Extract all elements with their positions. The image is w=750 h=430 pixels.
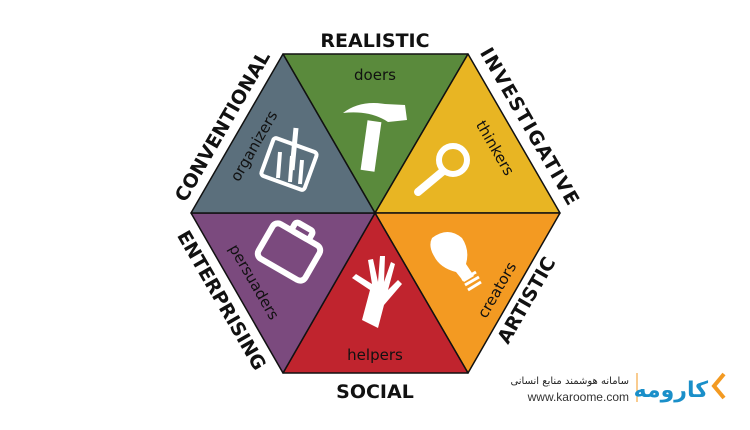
checklist-icon bbox=[259, 127, 319, 192]
hammer-icon bbox=[343, 103, 407, 172]
magnifier-icon bbox=[414, 143, 470, 196]
segment-conventional bbox=[190, 53, 376, 214]
label-social: SOCIAL bbox=[336, 381, 414, 403]
logo-brand: کارومه bbox=[634, 378, 709, 403]
label-realistic: REALISTIC bbox=[320, 30, 429, 52]
hands-icon bbox=[352, 256, 402, 328]
karoome-logo: سامانه هوشمند منابع انسانی www.karoome.c… bbox=[510, 372, 726, 404]
role-helpers: helpers bbox=[347, 346, 403, 364]
role-doers: doers bbox=[354, 66, 396, 84]
lightbulb-icon bbox=[430, 232, 482, 292]
briefcase-icon bbox=[254, 219, 324, 284]
logo-url: www.karoome.com bbox=[527, 390, 629, 404]
logo-chevron-icon bbox=[711, 372, 726, 400]
logo-tagline: سامانه هوشمند منابع انسانی bbox=[510, 376, 629, 387]
